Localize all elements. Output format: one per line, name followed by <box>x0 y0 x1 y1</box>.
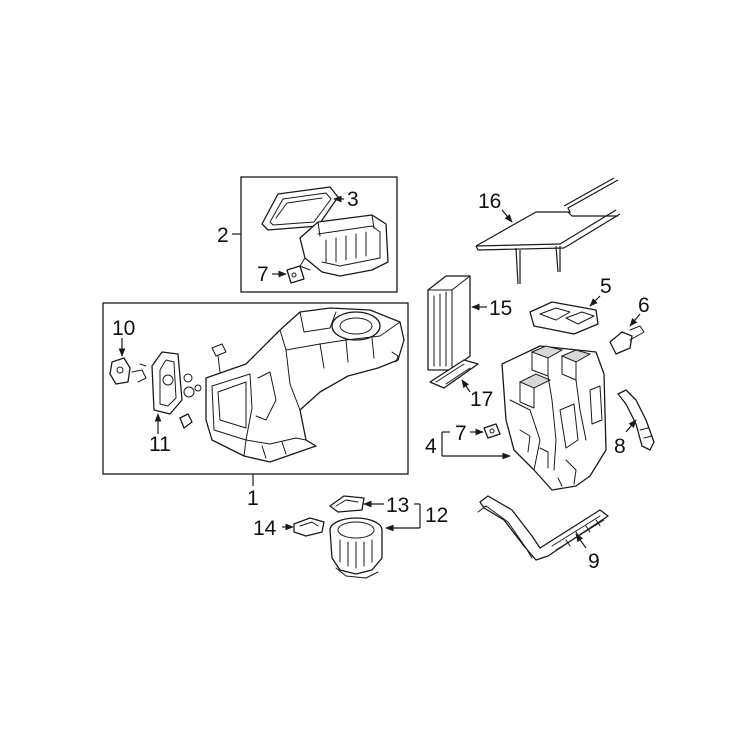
callout-labels: 2 3 7 10 11 1 16 15 17 5 6 4 7 8 9 12 13… <box>112 188 650 573</box>
callout-8: 8 <box>614 435 626 458</box>
callout-11: 11 <box>149 433 171 456</box>
part-1-blower-housing[interactable] <box>205 307 405 463</box>
callout-12: 12 <box>425 504 448 527</box>
part-6-sensor[interactable] <box>609 325 645 355</box>
callout-5: 5 <box>600 275 612 298</box>
part-11-seal-frame[interactable] <box>151 351 183 415</box>
callout-4: 4 <box>425 435 437 458</box>
callout-10: 10 <box>112 317 135 340</box>
part-12-blower-motor[interactable] <box>329 517 383 579</box>
part-10-actuator[interactable] <box>109 357 147 385</box>
part-3-filter-cover[interactable] <box>261 186 339 231</box>
part-15-cabin-filter[interactable] <box>427 275 471 371</box>
callout-7-right: 7 <box>455 422 467 445</box>
group-box-1 <box>102 302 409 475</box>
callout-13: 13 <box>386 494 409 517</box>
callout-16: 16 <box>478 190 501 213</box>
part-17-filter-door[interactable] <box>429 359 479 389</box>
callout-9: 9 <box>588 550 600 573</box>
part-13-cover[interactable] <box>329 495 365 513</box>
callout-3: 3 <box>347 188 359 211</box>
leader-lines <box>118 195 641 549</box>
part-7-clip-top[interactable] <box>286 265 305 284</box>
callout-15: 15 <box>489 297 512 320</box>
part-5-duct[interactable] <box>529 301 599 335</box>
callout-14: 14 <box>253 517 277 540</box>
callout-17: 17 <box>470 388 493 411</box>
part-4-hvac-case[interactable] <box>501 345 607 491</box>
screw-small-parts <box>179 343 227 429</box>
part-7-clip-right[interactable] <box>483 423 501 439</box>
part-14-resistor[interactable] <box>293 517 325 537</box>
callout-6: 6 <box>638 294 650 317</box>
callout-7-top: 7 <box>257 263 269 286</box>
callout-1: 1 <box>247 487 259 510</box>
part-16-shield-frame[interactable] <box>475 177 621 285</box>
callout-2: 2 <box>217 224 229 247</box>
